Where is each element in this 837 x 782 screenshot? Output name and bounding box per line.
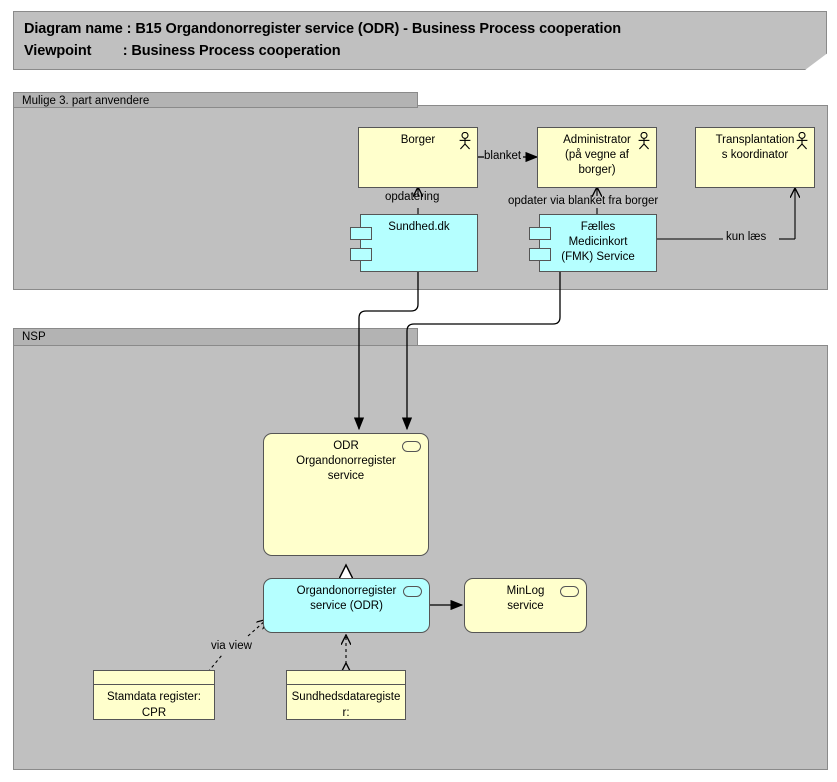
node-sundhedsdataregister-organdonorregister[interactable]: Sundhedsdataregiste r: Organdonorregiste… (286, 670, 406, 720)
node-sundhed-dk[interactable]: Sundhed.dk (350, 214, 478, 272)
node-transplantations-koordinator-label: Transplantation s koordinator (715, 134, 795, 161)
connector-label-blanket: blanket (484, 150, 522, 162)
node-stamdata-register-cpr-label: Stamdata register: CPR (107, 691, 201, 719)
component-icon (350, 248, 372, 261)
viewpoint-line: Viewpoint : Business Process cooperation (24, 43, 341, 59)
node-borger-label: Borger (400, 134, 436, 146)
node-odr-organdonorregister-service-label: ODR Organdonorregister service (296, 440, 396, 482)
node-faelles-medicinkort-fmk-service[interactable]: Fælles Medicinkort (FMK) Service (529, 214, 657, 272)
actor-icon (638, 132, 650, 150)
node-sundhed-dk-label: Sundhed.dk (388, 221, 450, 233)
actor-icon (796, 132, 808, 150)
node-administrator-label: Administrator (på vegne af borger) (563, 134, 631, 176)
connector-label-via-view: via view (211, 640, 252, 652)
diagram-header-note: Diagram name : B15 Organdonorregister se… (13, 11, 827, 70)
component-icon (350, 227, 372, 240)
node-minlog-service-label: MinLog service (506, 585, 545, 612)
connector-label-opdater-via-blanket: opdater via blanket fra borger (508, 195, 659, 207)
node-organdonorregister-service-odr-label: Organdonorregister service (ODR) (296, 585, 397, 612)
node-stamdata-register-cpr[interactable]: Stamdata register: CPR (93, 670, 215, 720)
node-administrator[interactable]: Administrator (på vegne af borger) (537, 127, 657, 188)
connector-label-opdatering: opdatering (385, 191, 440, 203)
component-icon (529, 248, 551, 261)
data-object-strip (94, 671, 214, 685)
group-label-mulige-3-part-anvendere: Mulige 3. part anvendere (13, 92, 418, 108)
service-icon (402, 441, 421, 452)
group-label-nsp: NSP (13, 328, 418, 346)
node-minlog-service[interactable]: MinLog service (464, 578, 587, 633)
connector-label-kun-laes: kun læs (726, 231, 767, 243)
service-icon (560, 586, 579, 597)
component-icon (529, 227, 551, 240)
node-sundhedsdataregister-organdonorregister-label: Sundhedsdataregiste r: Organdonorregiste… (291, 691, 401, 719)
actor-icon (459, 132, 471, 150)
service-icon (403, 586, 422, 597)
node-borger[interactable]: Borger (358, 127, 478, 188)
diagram-name-line: Diagram name : B15 Organdonorregister se… (24, 21, 621, 37)
node-faelles-medicinkort-fmk-service-label: Fælles Medicinkort (FMK) Service (561, 221, 635, 263)
data-object-strip (287, 671, 405, 685)
node-transplantations-koordinator[interactable]: Transplantation s koordinator (695, 127, 815, 188)
node-odr-organdonorregister-service[interactable]: ODR Organdonorregister service (263, 433, 429, 556)
node-organdonorregister-service-odr[interactable]: Organdonorregister service (ODR) (263, 578, 430, 633)
